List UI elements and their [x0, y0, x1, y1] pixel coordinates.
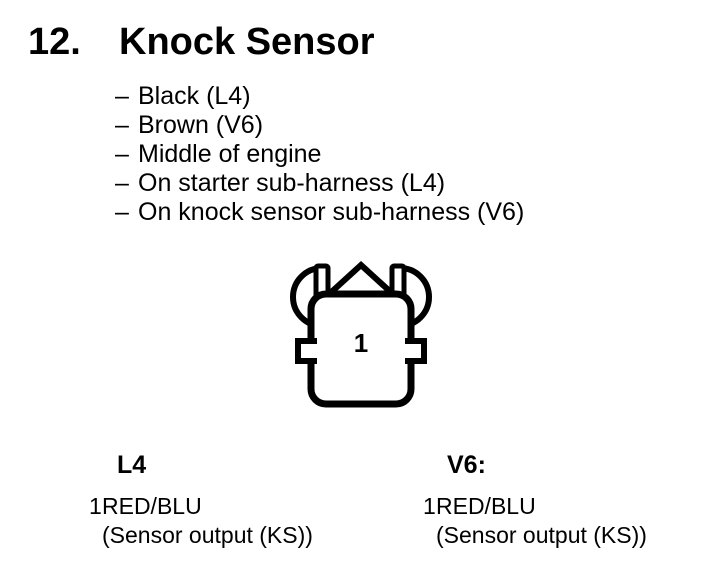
pin-number: 1	[89, 493, 102, 519]
wire-color: RED/BLU	[102, 493, 202, 519]
pinout-column-v6: V6: 1 RED/BLU (Sensor output (KS))	[423, 451, 703, 550]
list-item: – Black (L4)	[115, 82, 524, 111]
list-item: – On knock sensor sub-harness (V6)	[115, 198, 524, 227]
list-item-text: On knock sensor sub-harness (V6)	[138, 198, 525, 226]
side-lug-left	[295, 338, 317, 364]
pin-description: RED/BLU (Sensor output (KS))	[102, 492, 313, 550]
connector-pin-1-label: 1	[354, 328, 368, 358]
dash-marker: –	[115, 169, 129, 197]
dash-marker: –	[115, 198, 129, 226]
wire-color: RED/BLU	[436, 493, 536, 519]
pin-number: 1	[423, 493, 436, 519]
list-item-text: On starter sub-harness (L4)	[138, 169, 446, 197]
wire-function: (Sensor output (KS))	[436, 522, 647, 548]
dash-marker: –	[115, 82, 129, 110]
wire-function: (Sensor output (KS))	[102, 522, 313, 548]
page-title: Knock Sensor	[119, 21, 375, 63]
list-item-text: Middle of engine	[138, 140, 322, 168]
list-item: – On starter sub-harness (L4)	[115, 169, 524, 198]
pin-row: 1 RED/BLU (Sensor output (KS))	[423, 492, 703, 550]
list-item-text: Black (L4)	[138, 82, 251, 110]
side-lug-right	[405, 338, 427, 364]
column-heading-v6: V6:	[447, 451, 486, 479]
list-item: – Brown (V6)	[115, 111, 524, 140]
list-item-text: Brown (V6)	[138, 111, 264, 139]
attribute-list: – Black (L4) – Brown (V6) – Middle of en…	[115, 82, 524, 227]
pinout-column-l4: L4 1 RED/BLU (Sensor output (KS))	[89, 451, 369, 550]
section-title-row: 12. Knock Sensor	[28, 23, 375, 61]
dash-marker: –	[115, 111, 129, 139]
section-number: 12.	[28, 21, 81, 63]
pin-row: 1 RED/BLU (Sensor output (KS))	[89, 492, 369, 550]
column-heading-l4: L4	[117, 451, 147, 479]
dash-marker: –	[115, 140, 129, 168]
connector-diagram: 1	[290, 252, 432, 408]
list-item: – Middle of engine	[115, 140, 524, 169]
pin-description: RED/BLU (Sensor output (KS))	[436, 492, 647, 550]
